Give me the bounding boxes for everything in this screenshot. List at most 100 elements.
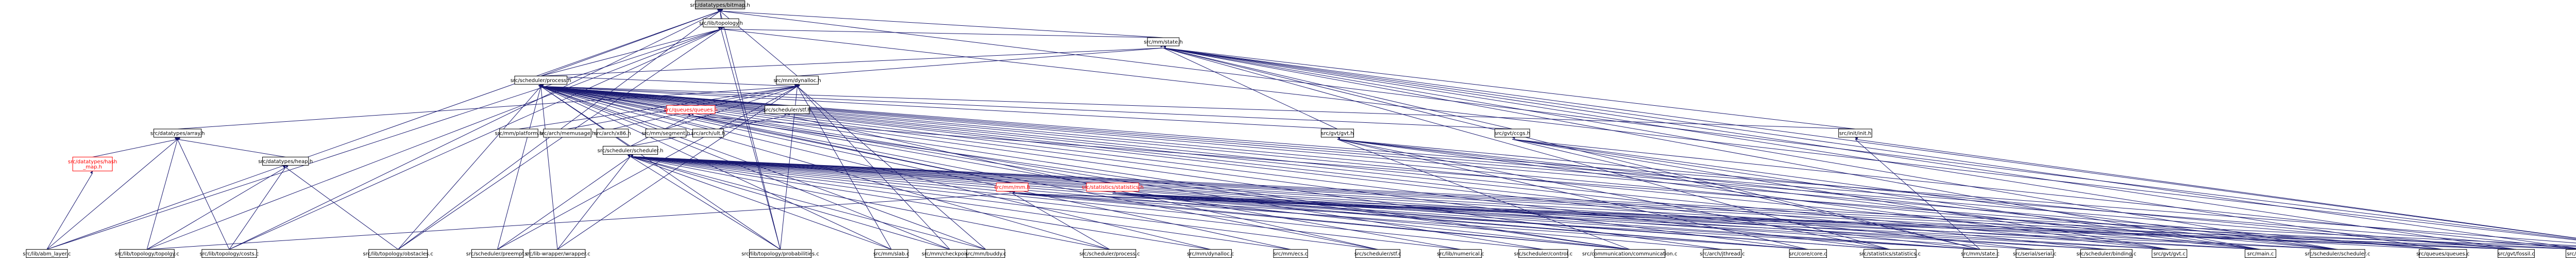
arrowhead — [628, 154, 631, 157]
node-label: src/datatypes/bitmap.h — [690, 3, 750, 8]
node-label: src/queues/queues.c — [2416, 251, 2469, 257]
node-label: src/scheduler/control.c — [1514, 251, 1573, 257]
node-main[interactable]: src/main.c — [2245, 249, 2277, 258]
node-ccgs_c[interactable]: src/gvt/ccgs.c — [2565, 249, 2576, 258]
arrowhead — [1854, 137, 1858, 140]
node-jthread[interactable]: src/arch/jthread.c — [1700, 249, 1745, 258]
node-label: src/mm/ecs.c — [1274, 251, 1308, 257]
node-mmh[interactable]: src/mm/mm.h — [994, 183, 1030, 192]
edge-state-to-topology — [720, 26, 1163, 38]
node-bitmap[interactable]: src/datatypes/bitmap.h — [690, 0, 750, 9]
node-label: src/queues/queues.h — [664, 107, 718, 113]
node-communication[interactable]: src/communication/communication.c — [1582, 249, 1677, 258]
node-scheduler[interactable]: src/scheduler/scheduler.h — [598, 146, 664, 155]
node-label: src/gvt/gvt.h — [1321, 131, 1353, 137]
node-serial[interactable]: src/serial/serial.c — [2013, 249, 2056, 258]
node-init[interactable]: src/init/init.h — [1838, 128, 1872, 138]
node-label: src/lib/numerical.c — [1437, 251, 1484, 257]
node-wrapper[interactable]: src/lib-wrapper/wrapper.c — [524, 249, 590, 258]
edge-topo_costs-to-array — [177, 136, 230, 250]
node-gvt[interactable]: src/gvt/gvt.h — [1320, 128, 1354, 138]
edge-state_c-to-init — [1854, 137, 1980, 250]
node-label: src/statistics/statistics.h — [1082, 185, 1144, 190]
arrowhead — [796, 84, 801, 87]
node-fossil[interactable]: src/gvt/fossil.c — [2498, 249, 2535, 258]
node-buddy[interactable]: src/mm/buddy.c — [965, 249, 1006, 258]
edge-topo_costs-to-topology — [229, 26, 722, 250]
node-array[interactable]: src/datatypes/array.h — [150, 128, 205, 138]
node-label: src/scheduler/scheduler.h — [598, 148, 664, 154]
edge-process-to-dynalloc — [540, 75, 799, 87]
edge-preempt-to-process — [497, 83, 541, 250]
node-ccgs[interactable]: src/gvt/ccgs.h — [1495, 128, 1531, 138]
node-control[interactable]: src/scheduler/control.c — [1514, 249, 1573, 258]
node-topo_c[interactable]: src/lib/topology/topolgy.c — [115, 249, 179, 258]
node-label: src/lib/topology/probabilities.c — [741, 251, 819, 257]
node-ecs[interactable]: src/mm/ecs.c — [1273, 249, 1308, 258]
node-queues[interactable]: src/queues/queues.h — [664, 105, 718, 114]
node-statistics[interactable]: src/statistics/statistics.h — [1082, 183, 1144, 192]
node-gvt_c[interactable]: src/gvt/gvt.c — [2151, 249, 2188, 258]
edge-statistics_c-to-state — [1162, 45, 1890, 250]
node-segment[interactable]: src/mm/segment.h — [641, 128, 690, 138]
edge-checkpoints-to-scheduler — [630, 154, 950, 250]
node-label: src/gvt/ccgs.h — [1495, 131, 1531, 137]
edge-init_c-to-bitmap — [719, 8, 2576, 240]
node-memusage[interactable]: src/arch/memusage.h — [539, 128, 596, 138]
node-label: src/scheduler/preempt.c — [466, 251, 529, 257]
node-state[interactable]: src/mm/state.h — [1144, 37, 1183, 46]
edge-process-to-state — [540, 44, 1164, 76]
edge-topo_c-to-array — [146, 136, 178, 250]
node-label: src/scheduler/process.h — [511, 78, 571, 84]
edge-fossil-to-state — [1162, 45, 2516, 250]
node-label: _map.h — [82, 164, 102, 170]
node-label: src/gvt/gvt.c — [2154, 251, 2185, 257]
edge-main-to-statistics — [1112, 190, 2261, 250]
node-queues_c[interactable]: src/queues/queues.c — [2416, 249, 2469, 258]
node-binding[interactable]: src/scheduler/binding.c — [2076, 249, 2137, 258]
node-hashmap[interactable]: src/datatypes/hash_map.h — [68, 156, 117, 171]
node-topology[interactable]: src/lib/topology.h — [699, 18, 743, 27]
node-dynalloc[interactable]: src/mm/dynalloc.h — [773, 75, 821, 85]
node-label: src/mm/checkpoints.c — [922, 251, 978, 257]
node-topo_obstacles[interactable]: src/lib/topology/obstacles.c — [363, 249, 433, 258]
node-preempt[interactable]: src/scheduler/preempt.c — [466, 249, 529, 258]
node-label: src/lib/topology/costs.c — [200, 251, 259, 257]
node-platform[interactable]: src/mm/platform.h — [495, 128, 543, 138]
node-core[interactable]: src/core/core.c — [1789, 249, 1827, 258]
node-abm[interactable]: src/lib/abm_layer.c — [23, 249, 71, 258]
node-dynalloc_c[interactable]: src/mm/dynalloc.c — [1187, 249, 1234, 258]
node-stf_c[interactable]: src/scheduler/stf.c — [1354, 249, 1401, 258]
edge-init-to-state — [1162, 45, 1856, 130]
node-heap[interactable]: src/datatypes/heap.h — [258, 156, 313, 166]
node-scheduler_c[interactable]: src/scheduler/scheduler.c — [2305, 249, 2370, 258]
node-topo_costs[interactable]: src/lib/topology/costs.c — [200, 249, 259, 258]
arrowhead — [283, 165, 286, 169]
edge-abm-to-topology — [46, 26, 722, 250]
node-process[interactable]: src/scheduler/process.h — [511, 75, 571, 85]
node-state_c[interactable]: src/mm/state.c — [1961, 249, 1999, 258]
node-label: src/mm/dynalloc.h — [773, 78, 821, 84]
edge-topo_prob-to-topology — [720, 26, 781, 250]
node-label: src/arch/memusage.h — [539, 131, 596, 137]
node-label: src/communication/communication.c — [1582, 251, 1677, 257]
node-topo_prob[interactable]: src/lib/topology/probabilities.c — [741, 249, 819, 258]
node-label: src/mm/mm.h — [994, 185, 1030, 190]
edge-dynalloc-to-state — [797, 45, 1164, 76]
node-x86[interactable]: src/arch/x86.h — [594, 128, 631, 138]
edge-preempt-to-scheduler — [497, 154, 631, 250]
node-statistics_c[interactable]: src/statistics/statistics.c — [1859, 249, 1921, 258]
node-label: src/init/init.h — [1839, 131, 1872, 137]
edge-topo_costs-to-heap — [229, 165, 286, 250]
node-label: src/mm/state.h — [1144, 40, 1183, 45]
edge-wrapper-to-scheduler — [557, 154, 631, 250]
node-process_c[interactable]: src/scheduler/process.c — [1079, 249, 1140, 258]
node-mmslab[interactable]: src/mm/slab.c — [873, 249, 909, 258]
edges-layer — [46, 8, 2576, 250]
node-stf[interactable]: src/scheduler/stf.h — [764, 105, 811, 114]
node-numerical[interactable]: src/lib/numerical.c — [1437, 249, 1484, 258]
node-label: src/arch/jthread.c — [1700, 251, 1744, 257]
node-ult[interactable]: src/arch/ult.h — [691, 128, 725, 138]
node-label: src/mm/dynalloc.c — [1187, 251, 1234, 257]
